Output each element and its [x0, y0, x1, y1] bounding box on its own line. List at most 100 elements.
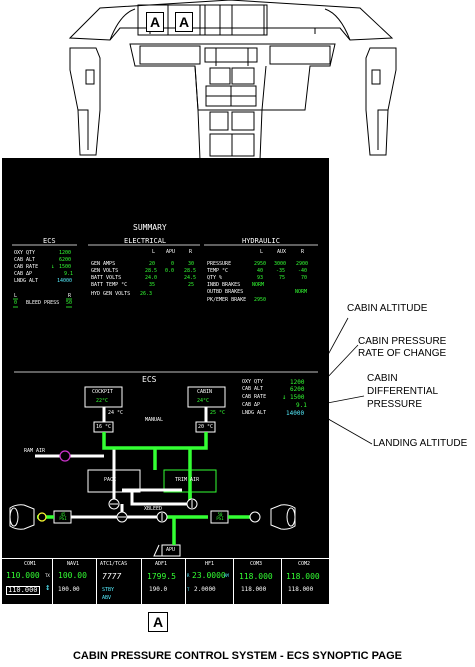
- hydraulic-row-label: INBD BRAKES: [207, 282, 241, 288]
- cabin-supply-temp: 20 °C: [198, 424, 214, 430]
- radio-bar: COM1 110.000 TX 110.000 ↕ NAV1 100.00 10…: [2, 558, 329, 605]
- nav1-cell[interactable]: NAV1 100.00 100.00: [52, 559, 97, 604]
- ecs-page-title: ECS: [142, 375, 157, 384]
- com2-active: 118.000: [286, 572, 320, 581]
- instrument-panel-drawing: [68, 0, 397, 160]
- figure-caption: CABIN PRESSURE CONTROL SYSTEM - ECS SYNO…: [72, 650, 403, 662]
- ecs-data-value: 1200: [290, 379, 305, 386]
- hydraulic-row-r: 2900: [296, 261, 309, 267]
- hf1-r-indicator: R: [187, 573, 190, 578]
- bleed-l-label: L: [14, 293, 18, 299]
- hydraulic-row-aux: 75: [279, 275, 286, 281]
- com1-standby[interactable]: 110.000: [6, 586, 40, 595]
- com2-label: COM2: [298, 561, 311, 567]
- psi-left: 45 PSI: [59, 512, 67, 521]
- nav1-label: NAV1: [67, 561, 80, 567]
- nav1-active: 100.00: [58, 571, 87, 580]
- callout-diff-line2: DIFFERENTIAL: [367, 386, 439, 397]
- panel-marker-right: A: [175, 12, 193, 32]
- callout-rate-line2: RATE OF CHANGE: [358, 348, 447, 359]
- com3-label: COM3: [250, 561, 263, 567]
- electrical-row-apu: 0: [171, 261, 175, 267]
- hydraulic-row-l: 2950: [254, 297, 267, 303]
- summary-ecs-divider: [14, 371, 318, 373]
- swap-arrow-icon[interactable]: ↕: [45, 583, 51, 593]
- ecs-data-value: 9.1: [296, 402, 307, 409]
- callout-cabin-altitude: CABIN ALTITUDE: [347, 303, 428, 314]
- ecs-data-value: 1500: [290, 394, 305, 401]
- summary-title: SUMMARY: [133, 223, 167, 232]
- electrical-row-l: 28.5: [145, 268, 158, 274]
- com3-cell[interactable]: COM3 118.000 118.000: [233, 559, 282, 604]
- hydraulic-row-label: TEMP °C: [207, 268, 229, 274]
- callout-diff-line3: PRESSURE: [367, 399, 423, 410]
- com2-standby: 118.000: [288, 586, 314, 593]
- ecs-data-label: CAB RATE: [242, 394, 267, 400]
- bleed-bracket: [13, 298, 72, 308]
- ecs-summary-label: CAB ΔP: [14, 271, 33, 277]
- cabin-label: CABIN: [197, 389, 213, 395]
- callout-rate-line1: CABIN PRESSURE: [358, 336, 447, 347]
- com2-cell[interactable]: COM2 118.000 118.000: [281, 559, 328, 604]
- nav1-standby: 100.00: [58, 586, 80, 593]
- hydraulic-row-aux: -35: [276, 268, 286, 274]
- ecs-data-label: CAB ALT: [242, 386, 264, 392]
- atc-cell[interactable]: ATC1/TCAS 7777 STBY ABV: [96, 559, 142, 604]
- ecs-summary-value: 9.1: [64, 271, 74, 277]
- electrical-col-l: L: [152, 249, 156, 255]
- com1-cell[interactable]: COM1 110.000 TX 110.000 ↕: [2, 559, 53, 604]
- electrical-row-r: 24.5: [184, 275, 197, 281]
- com3-standby: 118.000: [241, 586, 267, 593]
- electrical-row-l: 20: [149, 261, 156, 267]
- atc-mode: STBY: [102, 587, 115, 593]
- ecs-data-label: OXY QTY: [242, 379, 264, 385]
- ecs-summary-value: 1500: [59, 264, 72, 270]
- down-arrow-icon: ↓: [51, 263, 55, 270]
- summary-heading-rules: [12, 244, 318, 246]
- pack-label: PACK: [104, 477, 117, 483]
- ecs-summary-label: LNDG ALT: [14, 278, 39, 284]
- psi-right: 50 PSI: [216, 512, 224, 521]
- electrical-row-l: 26.3: [140, 291, 153, 297]
- ecs-summary-value: 1200: [59, 250, 72, 256]
- ecs-summary-value: 14000: [57, 278, 73, 284]
- ecs-data-value: 14000: [286, 410, 305, 417]
- hf1-standby: 2.0000: [194, 586, 216, 593]
- cockpit-supply-temp: 16 °C: [96, 424, 112, 430]
- callout-landing-altitude: LANDING ALTITUDE: [373, 438, 468, 449]
- electrical-row-l: 24.0: [145, 275, 158, 281]
- adf1-cell[interactable]: ADF1 1799.5 190.0: [141, 559, 186, 604]
- apu-label: APU: [166, 547, 176, 553]
- cockpit-label: COCKPIT: [92, 389, 114, 395]
- hydraulic-col-aux: AUX: [277, 249, 287, 255]
- com1-label: COM1: [24, 561, 37, 567]
- atc-label: ATC1/TCAS: [100, 561, 128, 567]
- hydraulic-heading: HYDRAULIC: [242, 237, 280, 245]
- electrical-row-label: GEN AMPS: [91, 261, 116, 267]
- ecs-summary-heading: ECS: [43, 237, 56, 245]
- bleed-r-label: R: [68, 293, 72, 299]
- detail-marker: A: [148, 612, 168, 632]
- hydraulic-row-aux: 3000: [274, 261, 287, 267]
- cabin-duct-temp: 25 °C: [210, 410, 226, 416]
- electrical-heading: ELECTRICAL: [124, 237, 167, 245]
- electrical-row-label: HYD GEN VOLTS: [91, 291, 131, 297]
- electrical-row-label: BATT TEMP °C: [91, 282, 128, 288]
- hf1-cell[interactable]: HF1 R 23.0000 AM T 2.0000: [185, 559, 234, 604]
- hf1-active: 23.0000: [192, 571, 226, 580]
- electrical-row-r: 25: [188, 282, 195, 288]
- mfd-screen: SUMMARY ECS OXY QTY 1200 CAB ALT 6200 CA…: [2, 158, 329, 604]
- atc-code: 7777: [102, 572, 122, 581]
- callout-leaders: [307, 317, 373, 445]
- hf1-label: HF1: [205, 561, 215, 567]
- hydraulic-row-l: 2950: [254, 261, 267, 267]
- electrical-col-apu: APU: [166, 249, 176, 255]
- electrical-row-r: 30: [188, 261, 195, 267]
- hf1-unit: AM: [224, 573, 229, 578]
- cabin-temp: 24°C: [197, 398, 210, 404]
- atc-range: ABV: [102, 595, 112, 601]
- ecs-summary-value: 6200: [59, 257, 72, 263]
- ecs-summary-label: OXY QTY: [14, 250, 36, 256]
- bleed-l-value: 0: [14, 300, 18, 306]
- ecs-data-label: LNDG ALT: [242, 410, 267, 416]
